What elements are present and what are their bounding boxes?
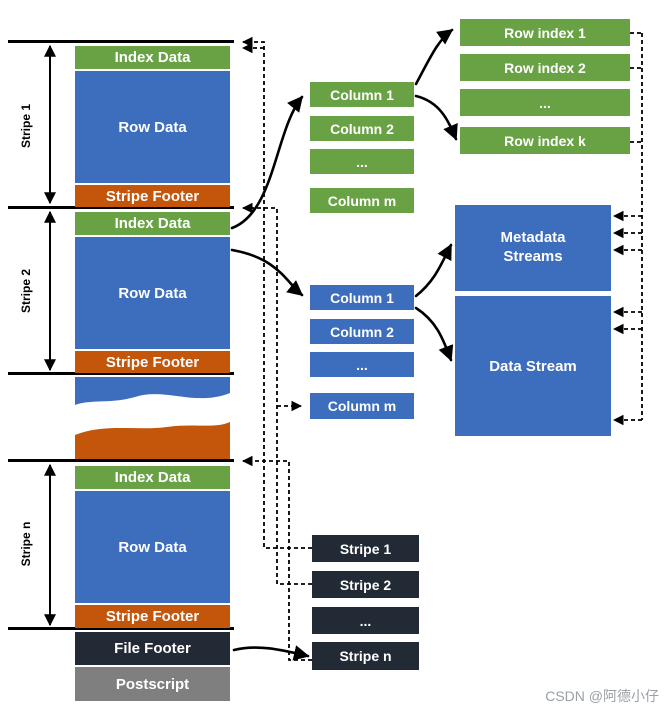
- file-ellipsis-wave: [75, 377, 230, 459]
- stripen-bottom-line: [8, 627, 234, 630]
- stripe-directory-1-box: Stripe 1: [312, 535, 419, 562]
- stripen-bracket-label: Stripe n: [19, 521, 33, 567]
- metadata-streams-box: Metadata Streams: [455, 205, 611, 291]
- stripe2-row-data-box: Row Data: [75, 237, 230, 349]
- row-index-1-box: Row index 1: [460, 19, 630, 46]
- data-column-m-box: Column m: [310, 393, 414, 419]
- stripe-directory-n-box: Stripe n: [312, 642, 419, 670]
- stripen-index-data-box: Index Data: [75, 466, 230, 489]
- data-stream-box: Data Stream: [455, 296, 611, 436]
- index-column-ellipsis-box: ...: [310, 149, 414, 174]
- postscript-box: Postscript: [75, 667, 230, 701]
- stripe-directory-ellipsis-box: ...: [312, 607, 419, 634]
- metadata-streams-label: Metadata Streams: [500, 229, 566, 265]
- data-column-1-box: Column 1: [310, 285, 414, 310]
- stripe2-index-data-box: Index Data: [75, 212, 230, 235]
- stripe-directory-2-box: Stripe 2: [312, 571, 419, 598]
- stripe1-bracket-label: Stripe 1: [19, 104, 33, 149]
- file-footer-box: File Footer: [75, 632, 230, 665]
- stripe1-index-data-box: Index Data: [75, 46, 230, 69]
- data-column-2-box: Column 2: [310, 319, 414, 344]
- stripe1-stripe-footer-box: Stripe Footer: [75, 185, 230, 207]
- index-column-2-box: Column 2: [310, 116, 414, 141]
- stripe2-bracket-label: Stripe 2: [19, 269, 33, 314]
- data-column-ellipsis-box: ...: [310, 352, 414, 377]
- gap-top-line: [8, 372, 234, 375]
- stripe2-stripe-footer-box: Stripe Footer: [75, 351, 230, 373]
- stripen-stripe-footer-box: Stripe Footer: [75, 605, 230, 628]
- index-column-m-box: Column m: [310, 188, 414, 213]
- row-index-2-box: Row index 2: [460, 54, 630, 81]
- index-column-1-box: Column 1: [310, 82, 414, 107]
- stripe1-top-line: [8, 40, 234, 43]
- csdn-watermark: CSDN @阿德小仔: [545, 688, 659, 704]
- stripe2-top-line: [8, 206, 234, 209]
- stripe1-row-data-box: Row Data: [75, 71, 230, 183]
- stripen-row-data-box: Row Data: [75, 491, 230, 603]
- stripen-top-line: [8, 459, 234, 462]
- row-index-k-box: Row index k: [460, 127, 630, 154]
- row-index-ellipsis-box: ...: [460, 89, 630, 116]
